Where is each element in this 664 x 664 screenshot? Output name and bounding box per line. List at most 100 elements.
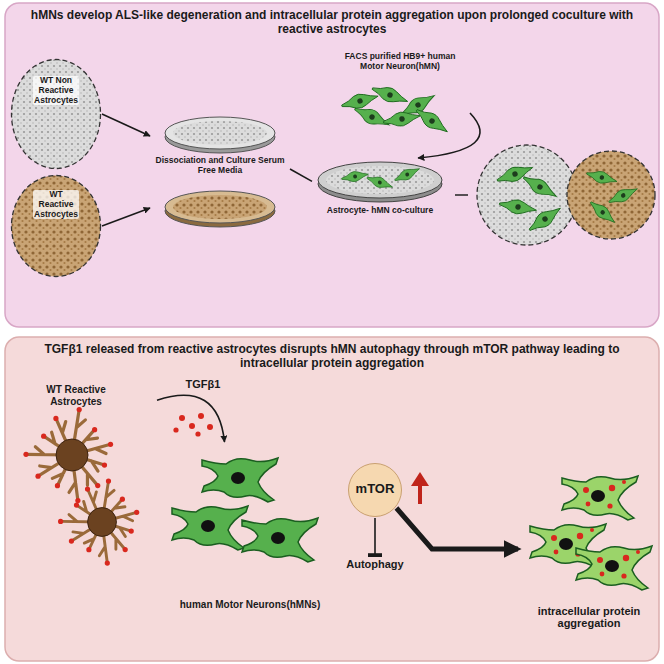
panel: TGFβ1 released from reactive astrocytes … [5,337,659,661]
drawing-ellipse [165,191,275,223]
node-label: Autophagy [336,558,414,571]
node-outline [10,58,102,170]
drawing-circle [56,439,88,471]
node-shape [12,60,101,169]
drawing-use [172,506,248,550]
drawing-circle [92,427,97,432]
drawing-use [365,173,394,192]
node-label: intracellular protein aggregation [522,605,656,630]
node-label: human Motor Neurons(hMNs) [167,599,333,611]
drawing-use [498,197,537,217]
node-shape [12,176,101,277]
result-reactive [567,151,655,239]
drawing-use [587,198,618,227]
drawing-use [341,169,369,184]
drawing-ellipse [165,117,275,149]
drawing-circle [207,424,213,430]
node-label: Astrocyte- hMN co-culture [314,206,446,216]
drawing-use [526,203,565,236]
drawing-polygon [411,472,429,486]
drawing-circle [85,486,90,491]
panel-ground [5,3,659,327]
drawing-circle [134,510,139,515]
drawing-circle [106,479,111,484]
culture-dish [165,191,275,227]
drawing-use [370,82,410,108]
node-box: WT Reactive Astrocytes [15,382,157,564]
arrow [290,169,312,181]
drawing-circle [35,474,40,479]
drawing-circle [55,483,60,488]
drawing-use [607,184,640,208]
drawing-circle [23,452,28,457]
drawing-circle [189,423,195,429]
drawing-use [585,168,618,187]
arrow [102,114,150,136]
motor-neurons [172,458,318,562]
node-box: Astrocyte- hMN co-culture [312,158,448,236]
inhibition-line [374,518,376,556]
drawing-circle [477,145,577,245]
node-box: Dissociation and Culture Serum Free Medi… [150,108,290,230]
panel-title: TGFβ1 released from reactive astrocytes … [25,343,639,371]
node-label: Dissociation and Culture Serum Free Medi… [154,156,286,176]
drawing-use [393,164,422,185]
node-box: intracellular protein aggregation [520,464,658,634]
node-label: WT Reactive Astrocytes [21,384,131,407]
drawing-circle [195,431,200,436]
node-label: mTOR [347,482,403,497]
panel-title: hMNs develop ALS-like degeneration and i… [25,9,639,37]
result-nonreactive [477,145,577,245]
aggregated-neurons [530,476,652,590]
drawing-circle [41,434,46,439]
increase-arrow [411,472,429,504]
neuron-cluster [340,82,451,137]
node-box: human Motor Neurons(hMNs) [165,442,335,614]
culture-dish [165,117,275,153]
panel-ground [5,337,659,661]
drawing-circle [198,413,204,419]
drawing-circle [69,538,74,543]
drawing-circle [102,462,107,467]
drawing-circle [77,407,82,412]
drawing-circle [129,528,134,533]
drawing-use [242,518,318,562]
drawing-line [418,484,422,504]
mtor-circle: mTOR [347,462,403,518]
arrow [157,395,225,442]
drawing-use [413,105,452,138]
drawing-circle [105,560,110,565]
drawing-use [562,476,638,520]
dash [455,194,468,196]
drawing-circle [88,508,117,537]
drawing-circle [179,415,185,421]
drawing-g [102,113,518,556]
drawing-use [520,172,559,203]
drawing-circle [75,498,80,503]
node-label: WT Non Reactive Astrocytes [33,76,79,105]
reactive-astrocytes [23,407,139,566]
arrow [396,508,518,549]
edge-label: TGFβ1 [184,378,223,390]
drawing-circle [567,151,655,239]
drawing-circle [108,442,113,447]
node-box: FACS purified HB9+ human Motor Neuron(hM… [330,50,470,134]
astrocyte-ellipse: WT Reactive Astrocytes [10,174,102,278]
drawing-circle [120,497,125,502]
arrow [418,113,480,158]
drawing-use [382,109,421,129]
drawing-ellipse [173,121,267,145]
drawing-use [352,103,392,131]
drawing-circle [95,483,100,488]
drawing-use [576,546,652,590]
drawing-circle [53,416,58,421]
drawing-circle [123,547,128,552]
drawing-ellipse [173,195,267,219]
coculture-dish [318,162,442,202]
drawing-circle [86,547,91,552]
node-box: Autophagy [336,556,414,576]
node-label: FACS purified HB9+ human Motor Neuron(hM… [332,52,468,72]
